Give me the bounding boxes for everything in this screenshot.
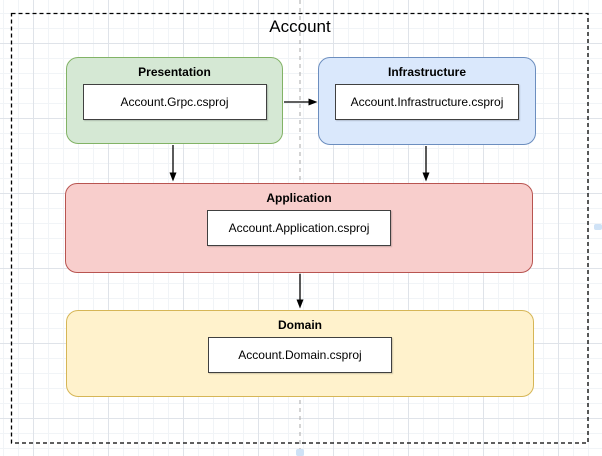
group-infrastructure-label: Infrastructure [387, 65, 467, 79]
project-box-domain[interactable]: Account.Domain.csproj [208, 337, 392, 373]
project-box-domain-label: Account.Domain.csproj [238, 348, 362, 362]
group-application-label: Application [266, 191, 332, 205]
project-box-infrastructure-label: Account.Infrastructure.csproj [350, 95, 504, 109]
project-box-grpc-label: Account.Grpc.csproj [120, 95, 229, 109]
project-box-application[interactable]: Account.Application.csproj [207, 210, 391, 246]
vertical-scrollbar-thumb[interactable] [594, 224, 602, 230]
group-presentation-label: Presentation [138, 65, 211, 79]
group-application[interactable]: Application Account.Application.csproj [65, 183, 533, 273]
group-domain-label: Domain [277, 318, 322, 332]
horizontal-scrollbar-thumb[interactable] [296, 449, 304, 456]
account-boundary[interactable] [10, 12, 589, 444]
project-box-grpc[interactable]: Account.Grpc.csproj [82, 84, 267, 120]
group-infrastructure[interactable]: Infrastructure Account.Infrastructure.cs… [318, 57, 536, 145]
diagram-title[interactable]: Account [269, 17, 331, 36]
project-box-infrastructure[interactable]: Account.Infrastructure.csproj [335, 84, 519, 120]
project-box-application-label: Account.Application.csproj [228, 221, 370, 235]
group-presentation[interactable]: Presentation Account.Grpc.csproj [66, 57, 283, 144]
group-domain[interactable]: Domain Account.Domain.csproj [66, 310, 534, 397]
